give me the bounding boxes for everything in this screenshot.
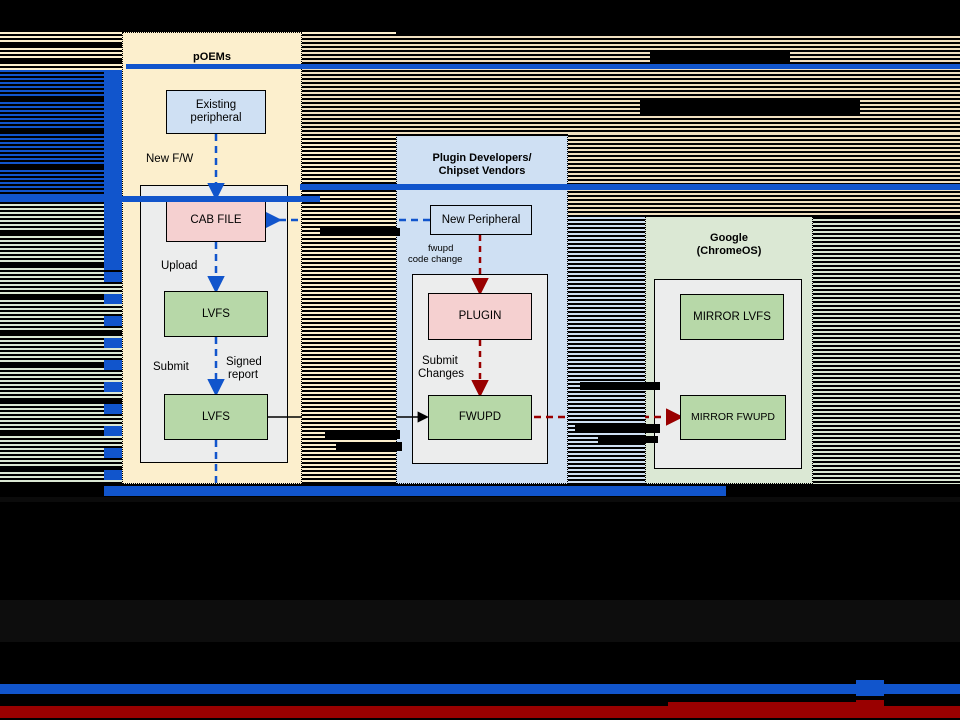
edge-label-submit: Submit xyxy=(153,361,189,373)
node-mirror-lvfs[interactable]: MIRROR LVFS xyxy=(680,294,784,340)
node-new-peripheral[interactable]: New Peripheral xyxy=(430,205,532,235)
node-mirror-fwupd[interactable]: MIRROR FWUPD xyxy=(680,395,786,440)
edge-label-signed-report-line1: Signed xyxy=(226,356,262,368)
node-fwupd-label: FWUPD xyxy=(458,411,502,423)
node-lvfs-signed[interactable]: LVFS xyxy=(164,394,268,440)
node-lvfs-upload-label: LVFS xyxy=(202,307,230,320)
node-plugin-label: PLUGIN xyxy=(458,310,502,322)
swimlane-poems-title: pOEMs xyxy=(193,51,231,63)
swimlane-google-chromeos-title-line2: (ChromeOS) xyxy=(696,245,762,257)
node-lvfs-upload[interactable]: LVFS xyxy=(164,291,268,337)
edge-label-submit-changes-line1: Submit xyxy=(422,355,458,367)
edge-label-signed-report-line2: report xyxy=(228,369,259,381)
edge-label-new-fw: New F/W xyxy=(146,153,194,165)
node-fwupd[interactable]: FWUPD xyxy=(428,395,532,440)
swimlane-plugin-developers-title-line1: Plugin Developers/ xyxy=(432,152,532,164)
node-plugin[interactable]: PLUGIN xyxy=(428,293,532,340)
node-cab-file-label: CAB FILE xyxy=(190,213,242,226)
edge-label-upload: Upload xyxy=(161,260,198,272)
swimlane-google-chromeos-title-line1: Google xyxy=(710,232,748,244)
node-mirror-fwupd-label: MIRROR FWUPD xyxy=(691,411,775,423)
node-existing-peripheral-label-line1: Existing xyxy=(195,99,237,111)
edge-label-submit-changes-line2: Changes xyxy=(418,368,465,380)
node-existing-peripheral[interactable]: Existing peripheral xyxy=(166,90,266,134)
edge-label-fwupd-code-change-line2: code change xyxy=(408,254,463,265)
node-new-peripheral-label: New Peripheral xyxy=(441,213,521,226)
edge-label-fwupd-code-change-line1: fwupd xyxy=(428,243,454,254)
node-mirror-lvfs-label: MIRROR LVFS xyxy=(693,310,771,323)
node-existing-peripheral-label-line2: peripheral xyxy=(190,112,242,124)
swimlane-plugin-developers-title-line2: Chipset Vendors xyxy=(438,165,526,177)
node-lvfs-signed-label: LVFS xyxy=(202,410,230,423)
